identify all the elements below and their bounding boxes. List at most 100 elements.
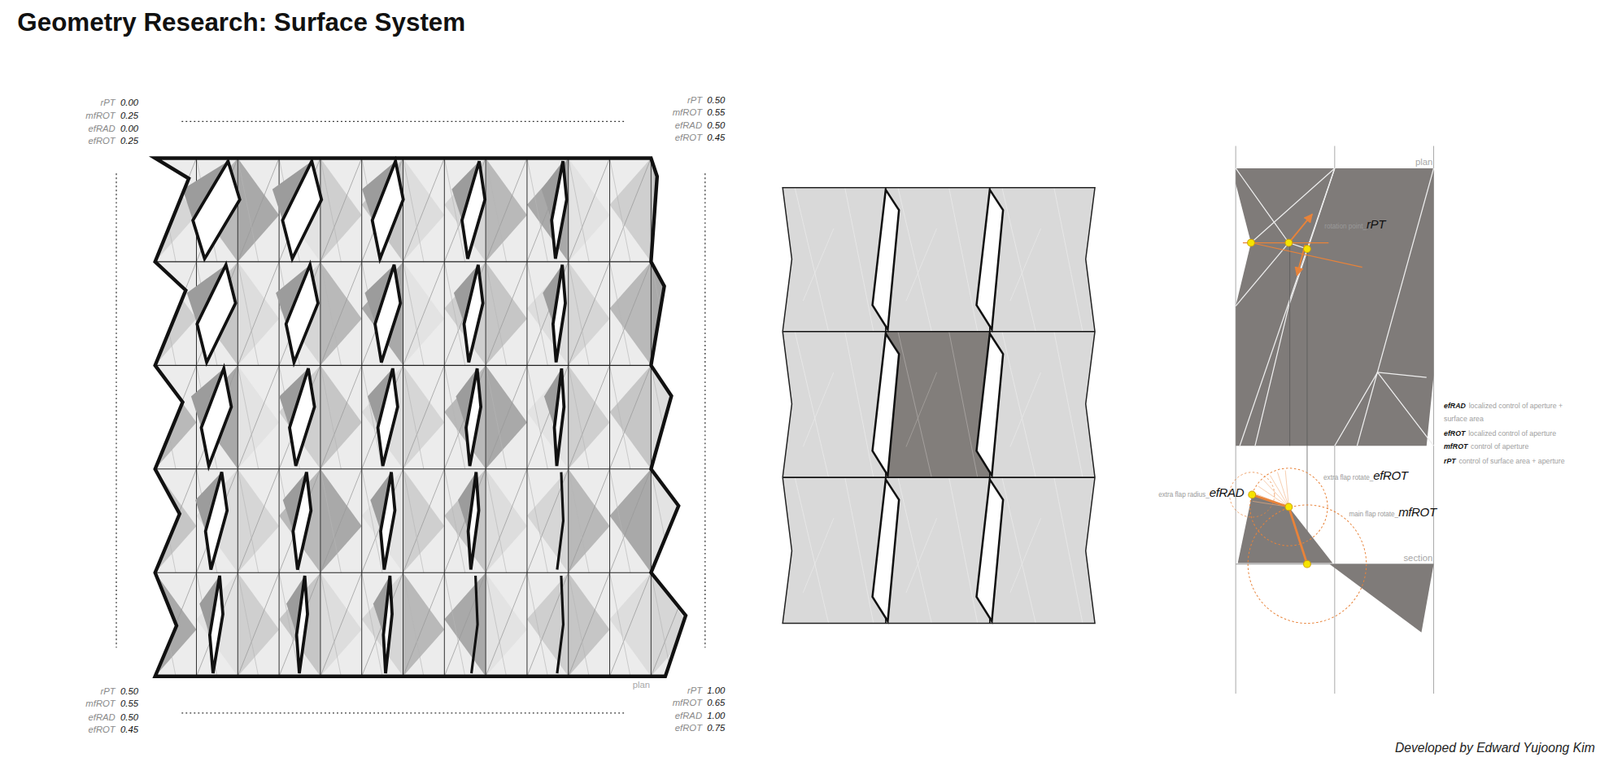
facet [527, 572, 569, 676]
fold-line [1255, 168, 1335, 446]
label-group: efRAD1.00 [661, 710, 725, 722]
column-line [567, 157, 569, 676]
facet [403, 469, 445, 573]
fold-line [403, 365, 445, 469]
param-value: 0.75 [706, 723, 725, 735]
param-value: 0.25 [120, 135, 139, 147]
facet [444, 469, 486, 573]
param-value: 0.50 [120, 711, 139, 723]
fold-line [527, 365, 569, 469]
facet [444, 157, 486, 262]
fold-line [237, 365, 280, 469]
fold-line [1054, 187, 1083, 332]
fold-line [568, 261, 611, 366]
facet [568, 157, 611, 262]
fold-line [279, 365, 321, 469]
aperture [383, 575, 393, 674]
facet [527, 365, 569, 469]
param-callout: rPT [1366, 217, 1386, 232]
facet [568, 469, 611, 573]
callout-prefix: extra flap rotate_ [1323, 473, 1374, 481]
closed-aperture [557, 472, 564, 571]
surface-outline [155, 157, 686, 676]
fold-line [898, 331, 932, 478]
callout-prefix: extra flap radius_ [1158, 490, 1210, 498]
facet [361, 469, 404, 573]
column-line [237, 157, 239, 676]
fold-line [444, 572, 486, 676]
surface-plan [116, 121, 713, 714]
fold-line [1010, 518, 1042, 593]
fold-line [949, 331, 978, 478]
parameter-note: efRADlocalized control of aperture + sur… [1443, 397, 1567, 425]
aperture [463, 265, 483, 363]
fold-line [485, 365, 528, 469]
fold-line [802, 228, 834, 301]
fold-line [794, 187, 829, 332]
fold-line [320, 365, 341, 469]
parameter-note: efROTlocalized control of aperture [1443, 424, 1567, 438]
label-group: mfROT0.55 [74, 699, 139, 711]
aperture [551, 161, 567, 259]
fold-line [485, 261, 528, 366]
facet [485, 365, 528, 469]
fold-line [527, 365, 548, 469]
param-value: 0.50 [706, 120, 725, 131]
label-group: main flap rotate_mfROT [1348, 505, 1436, 520]
column-line [319, 157, 321, 676]
aperture [553, 265, 566, 363]
facet [320, 572, 362, 676]
fold-line [898, 477, 932, 624]
view-label: section [1403, 553, 1433, 564]
rotation-circle [1250, 468, 1328, 546]
param-name: efROT [661, 723, 702, 735]
fold-line [794, 331, 829, 478]
facet [444, 261, 486, 366]
parameter-note: rPTcontrol of surface area + aperture [1443, 452, 1567, 466]
label-group: efRAD0.50 [74, 711, 139, 723]
fold-line [568, 572, 589, 676]
facet [527, 157, 569, 262]
fold-line [610, 572, 631, 676]
facet [361, 157, 404, 262]
fold-line [444, 365, 486, 469]
fold-line [237, 157, 280, 262]
facet [610, 572, 652, 676]
facet [485, 572, 528, 676]
fold-line [1235, 243, 1289, 307]
fold-line [527, 261, 548, 366]
fold-line [1054, 331, 1083, 478]
facet [237, 469, 280, 573]
fold-line [403, 261, 424, 366]
facet [444, 572, 486, 676]
fold-line [444, 157, 486, 262]
guide-line [115, 173, 117, 648]
fold-line [361, 469, 404, 573]
label-group: extra flap radius_efRAD [1158, 485, 1244, 501]
param-value: 0.55 [706, 107, 725, 118]
fold-line [845, 331, 874, 478]
fold-line [320, 157, 341, 262]
fold-line [155, 157, 176, 262]
column-line [485, 157, 487, 676]
fold-line [403, 157, 424, 262]
facet [237, 261, 280, 366]
fold-line [320, 365, 362, 469]
param-name: rPT [661, 95, 702, 106]
facet [361, 365, 404, 469]
fold-line [237, 469, 258, 573]
param-name: rPT [74, 97, 116, 109]
fold-line [320, 261, 341, 366]
module-ground [782, 187, 1095, 624]
param-value: 1.00 [706, 710, 725, 722]
facet [403, 261, 445, 366]
label-group: section [1403, 553, 1433, 564]
aperture [296, 575, 308, 674]
control-point [1247, 239, 1256, 247]
facet [568, 261, 611, 366]
fold-line [568, 261, 589, 366]
control-point [1285, 503, 1293, 511]
view-label: plan [1415, 156, 1433, 168]
fold-line [320, 469, 362, 573]
